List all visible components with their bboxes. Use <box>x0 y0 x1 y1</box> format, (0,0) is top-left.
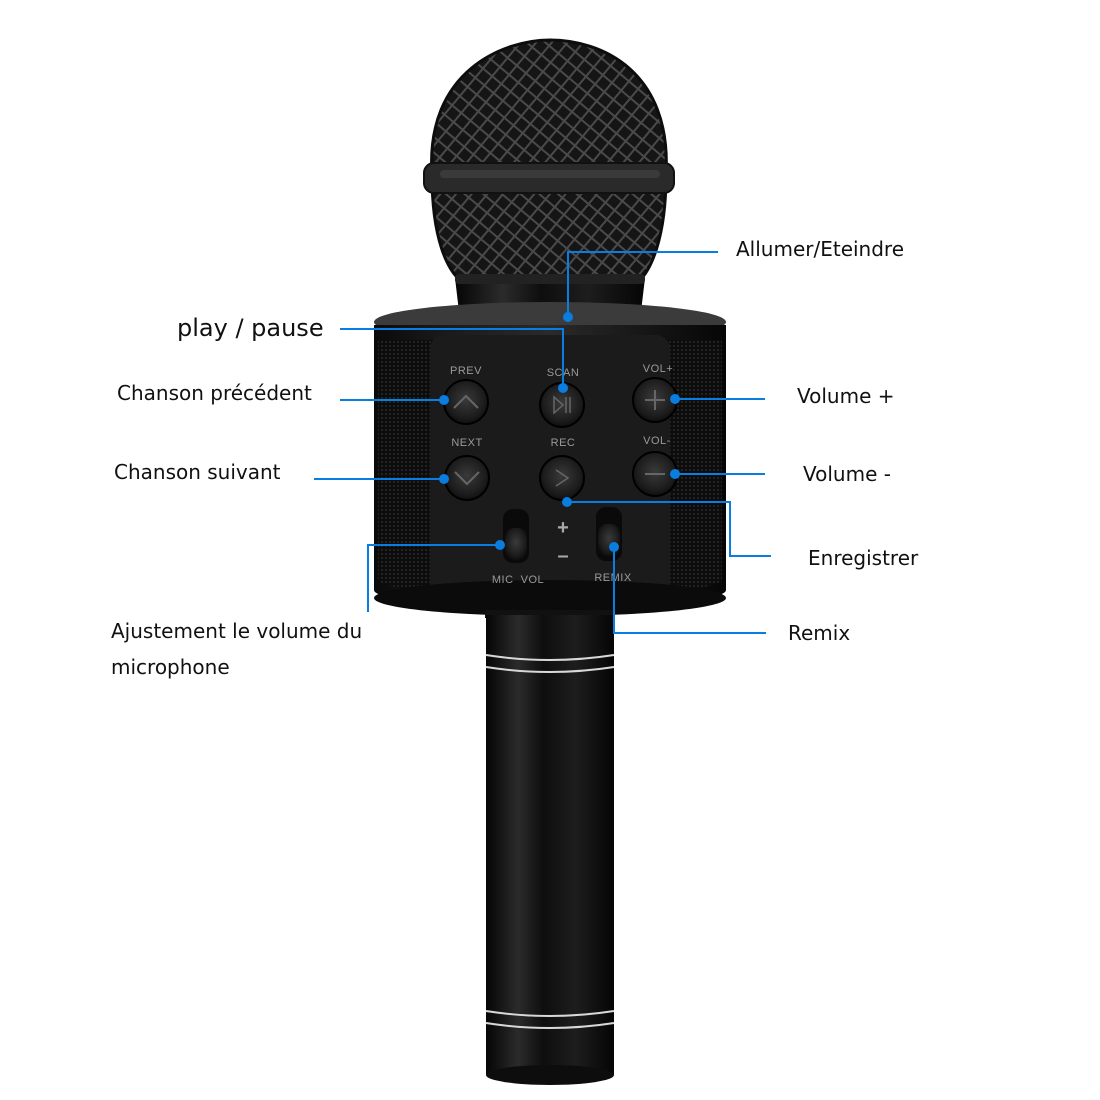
record-icon <box>555 469 570 487</box>
callout-previous-song: Chanson précédent <box>117 381 312 405</box>
callout-next-song: Chanson suivant <box>114 460 281 484</box>
chevron-up-icon <box>453 394 479 409</box>
plus-icon <box>645 390 665 410</box>
callout-mic-volume: Ajustement le volume du microphone <box>111 619 363 679</box>
device-label-rec: REC <box>551 437 576 449</box>
callout-volume-down: Volume - <box>803 462 891 486</box>
device-button-prev[interactable]: PREV <box>443 365 489 425</box>
callout-volume-up: Volume + <box>797 384 895 408</box>
device-label-mic-vol: MIC VOL <box>492 574 544 586</box>
chevron-down-icon <box>454 471 480 486</box>
callout-lines <box>314 251 771 634</box>
slider-minus-sign: – <box>557 545 568 567</box>
callout-play-pause: play / pause <box>177 314 324 342</box>
mic-volume-slider[interactable]: MIC VOL <box>492 509 544 586</box>
mic-handle <box>485 610 615 1085</box>
device-label-prev: PREV <box>450 365 482 377</box>
device-label-vol-plus: VOL+ <box>643 363 673 375</box>
play-pause-icon <box>553 395 571 415</box>
callout-record: Enregistrer <box>808 546 919 570</box>
callout-dots <box>439 312 680 552</box>
device-button-next[interactable]: NEXT <box>444 437 490 501</box>
device-label-remix: REMIX <box>594 572 632 584</box>
device-label-vol-minus: VOL- <box>643 435 671 447</box>
mic-head-grille <box>423 38 675 282</box>
callout-remix: Remix <box>788 621 851 645</box>
device-button-vol-plus[interactable]: VOL+ <box>632 363 678 423</box>
device-button-rec[interactable]: REC <box>539 437 585 501</box>
callout-power: Allumer/Eteindre <box>736 237 905 261</box>
device-label-next: NEXT <box>451 437 482 449</box>
slider-plus-sign: + <box>557 517 569 539</box>
